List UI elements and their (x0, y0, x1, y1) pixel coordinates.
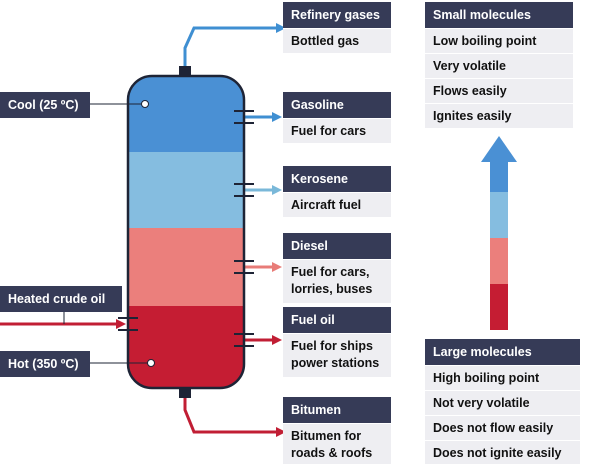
large-molecules-property: High boiling point (425, 365, 580, 390)
molecule-arrow-blue (490, 162, 508, 192)
small-molecules-property: Low boiling point (425, 28, 573, 53)
column-band-gasoline (128, 76, 244, 152)
column-band-diesel (128, 228, 244, 306)
fraction-name-refinery-gases: Refinery gases (283, 2, 391, 28)
small-molecules-property: Ignites easily (425, 103, 573, 128)
fraction-use-fuel-oil: Fuel for ships power stations (283, 333, 391, 377)
crude-oil-feed-arrowhead (116, 319, 126, 329)
large-molecules-property: Does not flow easily (425, 415, 580, 440)
diesel-arrowhead (272, 262, 282, 272)
fraction-name-bitumen: Bitumen (283, 397, 391, 423)
bottom-flange (179, 388, 191, 398)
small-molecules-title: Small molecules (425, 2, 573, 28)
molecule-arrow-light-blue (490, 192, 508, 238)
large-molecules-property: Not very volatile (425, 390, 580, 415)
small-molecules-property: Very volatile (425, 53, 573, 78)
fraction-use-refinery-gases: Bottled gas (283, 28, 391, 53)
small-molecules-property: Flows easily (425, 78, 573, 103)
molecule-arrow-pink (490, 238, 508, 284)
column-band-kerosene (128, 152, 244, 228)
gasoline-arrowhead (272, 112, 282, 122)
side-flanges (118, 110, 254, 347)
refinery-gases-arrowhead (276, 23, 286, 33)
molecule-arrow-red (490, 284, 508, 330)
hot-marker-dot (147, 359, 155, 367)
fraction-name-diesel: Diesel (283, 233, 391, 259)
fraction-use-bitumen: Bitumen for roads & roofs (283, 423, 391, 464)
fraction-use-kerosene: Aircraft fuel (283, 192, 391, 217)
fuel-oil-arrowhead (272, 335, 282, 345)
hot-label: Hot (350 ºC) (0, 351, 90, 377)
cool-marker-dot (141, 100, 149, 108)
cool-label: Cool (25 ºC) (0, 92, 90, 118)
top-flange (179, 66, 191, 76)
fraction-name-kerosene: Kerosene (283, 166, 391, 192)
kerosene-arrowhead (272, 185, 282, 195)
refinery-gases-pipe (183, 26, 276, 76)
fraction-name-fuel-oil: Fuel oil (283, 307, 391, 333)
fraction-name-gasoline: Gasoline (283, 92, 391, 118)
bitumen-pipe (183, 388, 276, 434)
column-band-fuel-oil (128, 306, 244, 388)
fraction-use-diesel: Fuel for cars, lorries, buses (283, 259, 391, 303)
fraction-use-gasoline: Fuel for cars (283, 118, 391, 143)
large-molecules-title: Large molecules (425, 339, 580, 365)
heated-crude-oil-label: Heated crude oil (0, 286, 122, 312)
molecule-arrow-head (481, 136, 517, 162)
large-molecules-property: Does not ignite easily (425, 440, 580, 464)
bitumen-arrowhead (276, 427, 286, 437)
